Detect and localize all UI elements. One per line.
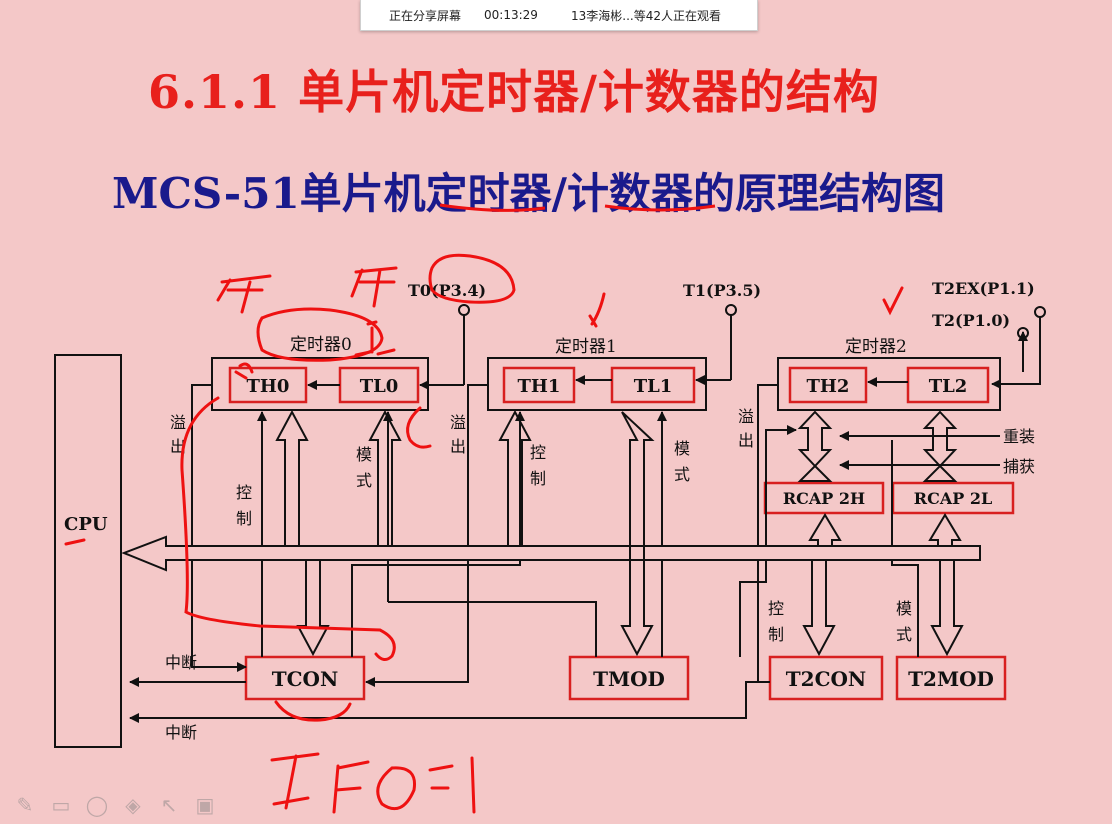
- control-label: 控: [236, 483, 252, 502]
- eraser-icon[interactable]: ▭: [51, 793, 71, 817]
- th0-register: TH0: [247, 376, 290, 397]
- screen-share-bar: 正在分享屏幕 00:13:29 13李海彬...等42人正在观看: [360, 0, 758, 31]
- overflow-label: 出: [738, 431, 754, 450]
- control-label: 制: [236, 509, 252, 528]
- annotation-toolbar: ✎ ▭ ◯ ◈ ↖ ▣: [10, 790, 220, 820]
- mode-label: 式: [896, 625, 912, 644]
- rcap2l-register: RCAP 2L: [914, 489, 992, 508]
- viewer-count[interactable]: 13李海彬...等42人正在观看: [571, 8, 721, 23]
- tl1-register: TL1: [634, 376, 673, 397]
- mode-label: 模: [896, 599, 912, 618]
- interrupt-label: 中断: [165, 723, 197, 742]
- cpu-label: CPU: [64, 514, 108, 535]
- timer1-label: 定时器1: [555, 337, 617, 357]
- overflow-label: 溢: [170, 413, 186, 432]
- th1-register: TH1: [518, 376, 561, 397]
- overflow-label: 溢: [450, 413, 466, 432]
- control-label: 控: [768, 599, 784, 618]
- cpu-box: [54, 354, 122, 748]
- mode-label: 模: [674, 439, 690, 458]
- t2ex-pin-label: T2EX(P1.1): [932, 279, 1035, 298]
- share-status: 正在分享屏幕: [389, 8, 462, 23]
- tl0-register: TL0: [360, 376, 399, 397]
- t2mod-register: T2MOD: [908, 667, 994, 691]
- control-label: 控: [530, 443, 546, 462]
- underline-annotation: [604, 204, 716, 212]
- t1-pin-label: T1(P3.5): [683, 281, 761, 300]
- overflow-label: 溢: [738, 407, 754, 426]
- highlighter-icon[interactable]: ◈: [125, 793, 141, 817]
- overflow-label: 出: [450, 437, 466, 456]
- interrupt-label: 中断: [165, 653, 197, 672]
- screen-icon[interactable]: ▣: [195, 793, 215, 817]
- tmod-register: TMOD: [593, 667, 665, 691]
- timer0-label: 定时器0: [290, 335, 352, 355]
- mode-label: 式: [674, 465, 690, 484]
- th2-register: TH2: [807, 376, 850, 397]
- pointer-icon[interactable]: ↖: [160, 793, 178, 817]
- pen-icon[interactable]: ✎: [16, 793, 34, 817]
- data-bus: [121, 535, 981, 572]
- mode-label: 式: [356, 471, 372, 490]
- slide-title: 6.1.1 单片机定时器/计数器的结构: [148, 65, 880, 119]
- shape-icon[interactable]: ◯: [85, 793, 109, 817]
- capture-label: 捕获: [1003, 457, 1035, 476]
- t0-pin-label: T0(P3.4): [408, 281, 486, 300]
- reload-label: 重装: [1003, 427, 1035, 446]
- share-timer: 00:13:29: [484, 8, 538, 22]
- tcon-register: TCON: [272, 667, 339, 691]
- mode-label: 模: [356, 445, 372, 464]
- control-label: 制: [768, 625, 784, 644]
- underline-annotation: [439, 203, 546, 212]
- rcap2h-register: RCAP 2H: [783, 489, 865, 508]
- t2con-register: T2CON: [786, 667, 866, 691]
- tl2-register: TL2: [929, 376, 968, 397]
- timer2-label: 定时器2: [845, 337, 907, 357]
- control-label: 制: [530, 469, 546, 488]
- handwritten-annotations: [64, 253, 904, 814]
- t2-pin-label: T2(P1.0): [932, 311, 1010, 330]
